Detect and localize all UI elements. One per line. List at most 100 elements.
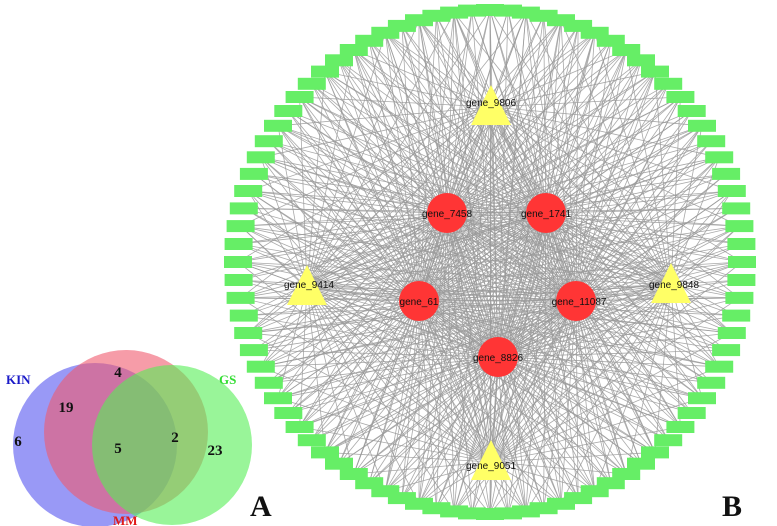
network-edge (418, 225, 740, 302)
peripheral-gene-node (264, 119, 292, 132)
network-edge (311, 300, 420, 441)
network-edge (545, 212, 672, 286)
network-edge (277, 125, 492, 463)
peripheral-gene-node (246, 151, 275, 164)
network-edge (560, 284, 672, 504)
network-edge (497, 356, 509, 514)
network-edge (240, 225, 492, 463)
network-edge (418, 300, 712, 384)
network-edge (670, 284, 681, 428)
network-edge (418, 20, 448, 214)
peripheral-gene-node (722, 202, 751, 215)
peripheral-gene-node (246, 360, 275, 373)
peripheral-gene-node (677, 105, 706, 117)
network-edge (353, 461, 492, 475)
network-edge (545, 212, 733, 334)
network-edge (490, 12, 527, 108)
network-edge (418, 356, 499, 504)
network-edge (490, 332, 732, 463)
network-edge (471, 10, 499, 358)
network-edge (575, 300, 579, 499)
network-edge (248, 300, 420, 334)
network-edge (311, 83, 577, 302)
network-edge (248, 332, 499, 358)
network-edge (277, 284, 672, 399)
network-edge (247, 106, 492, 334)
network-edge (497, 208, 737, 358)
network-edge (497, 60, 642, 358)
network-edge (575, 140, 712, 302)
venn-count-kin-mm: 19 (59, 400, 74, 416)
network-edge (353, 300, 577, 475)
network-edge (490, 106, 499, 358)
network-edge (446, 156, 720, 214)
peripheral-gene-node (666, 91, 695, 103)
network-edge (654, 71, 672, 286)
network-edge (490, 397, 703, 463)
peripheral-gene-node (697, 376, 726, 389)
network-edge (306, 286, 386, 492)
network-edge (497, 15, 544, 358)
network-edge (243, 208, 547, 214)
network-edge (497, 173, 727, 358)
peripheral-gene-node (596, 34, 625, 47)
peripheral-gene-node (226, 291, 255, 304)
network-edge (545, 212, 720, 367)
network-edge (446, 212, 492, 463)
secondary-gene-label: gene_9806 (466, 98, 516, 109)
peripheral-gene-node (725, 220, 754, 233)
venn-set-gs-circle (92, 365, 252, 525)
network-edge (324, 71, 577, 302)
peripheral-gene-node (297, 77, 326, 90)
network-edge (324, 71, 492, 463)
peripheral-gene-node (654, 434, 683, 447)
network-edge (497, 83, 669, 358)
network-edge (594, 284, 672, 492)
peripheral-gene-node (612, 468, 641, 480)
network-edge (670, 225, 740, 286)
network-edge (306, 286, 720, 368)
network-edge (401, 25, 499, 358)
network-edge (260, 156, 672, 286)
network-edge (418, 284, 672, 302)
peripheral-gene-node (725, 291, 754, 304)
network-edge (490, 106, 681, 428)
network-edge (277, 125, 499, 358)
network-edge (490, 20, 562, 463)
peripheral-gene-node (339, 468, 368, 480)
peripheral-gene-node (666, 421, 695, 433)
network-edge (306, 286, 355, 475)
peripheral-gene-node (325, 457, 353, 470)
network-edge (490, 261, 743, 463)
network-edge (490, 366, 720, 463)
network-edge (311, 83, 499, 358)
network-edge (436, 15, 499, 358)
network-edge (575, 60, 642, 302)
network-edge (299, 300, 420, 428)
network-edge (490, 212, 547, 463)
network-edge (324, 300, 577, 453)
peripheral-gene-node (529, 9, 558, 22)
network-edge (446, 9, 491, 214)
peripheral-gene-node (224, 256, 252, 268)
network-edge (368, 300, 577, 484)
network-edge (401, 25, 420, 302)
network-edge (497, 356, 720, 368)
network-edge (575, 125, 703, 302)
network-edge (299, 96, 672, 286)
network-edge (248, 284, 672, 334)
peripheral-gene-node (339, 44, 368, 56)
network-edge (490, 32, 596, 463)
peripheral-gene-node (717, 327, 746, 339)
network-edge (306, 212, 547, 288)
secondary-gene-node (287, 265, 327, 305)
network-edge (306, 286, 732, 334)
network-edge (385, 461, 492, 492)
peripheral-gene-node (654, 77, 683, 90)
network-edge (670, 125, 703, 286)
network-edge (497, 279, 742, 358)
secondary-gene-node (471, 440, 511, 480)
peripheral-gene-node (688, 392, 716, 405)
network-edge (489, 9, 672, 286)
